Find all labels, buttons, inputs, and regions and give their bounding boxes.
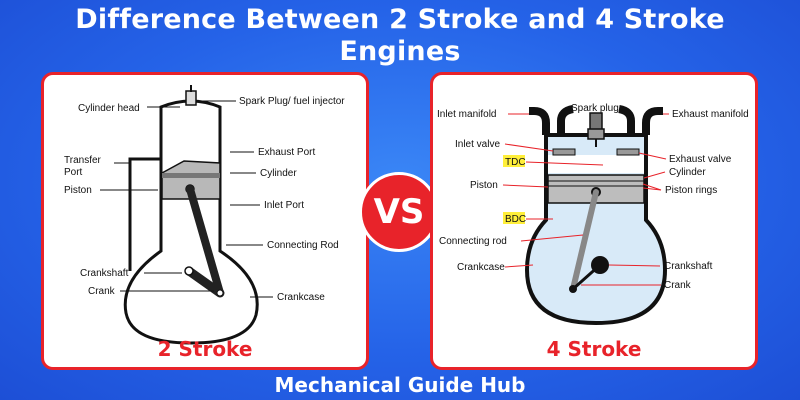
label-piston-4: Piston: [470, 180, 498, 191]
two-stroke-crank: [184, 266, 225, 298]
label-spark-plug: Spark Plug/ fuel injector: [239, 96, 345, 107]
label-tdc: TDC: [505, 157, 526, 168]
label-transfer-port-1: Transfer: [64, 155, 102, 166]
label-crank: Crank: [88, 286, 116, 297]
bdc-highlight: [503, 212, 525, 224]
label-cylinder-head: Cylinder head: [78, 103, 140, 114]
inlet-manifold-inner: [557, 105, 574, 135]
spark-plug-icon: [185, 85, 197, 106]
label-connecting-rod-4: Connecting rod: [439, 236, 507, 247]
label-exhaust-port: Exhaust Port: [258, 147, 315, 158]
label-cylinder-4: Cylinder: [669, 167, 706, 178]
label-inlet-manifold: Inlet manifold: [437, 109, 496, 120]
label-crankshaft-4: Crankshaft: [664, 261, 713, 272]
label-exhaust-valve: Exhaust valve: [669, 154, 732, 165]
title-line-2: Engines: [339, 36, 461, 67]
two-stroke-diagram: Cylinder head Spark Plug/ fuel injector …: [64, 85, 345, 345]
four-stroke-connecting-rod: [570, 189, 599, 292]
vs-badge: VS: [359, 172, 439, 252]
inlet-manifold: [529, 107, 550, 135]
label-spark-plug-4: Spark plug: [571, 103, 619, 114]
label-connecting-rod: Connecting Rod: [267, 240, 339, 251]
label-inlet-valve: Inlet valve: [455, 139, 500, 150]
label-inlet-port: Inlet Port: [264, 200, 304, 211]
two-stroke-crankshaft: [184, 266, 194, 276]
label-bdc: BDC: [505, 214, 526, 225]
tdc-highlight: [503, 155, 525, 167]
label-crankshaft: Crankshaft: [80, 268, 129, 279]
label-exhaust-manifold: Exhaust manifold: [672, 109, 749, 120]
exhaust-valve: [616, 148, 640, 156]
label-crank-4: Crank: [664, 280, 692, 291]
label-piston-rings: Piston rings: [665, 185, 717, 196]
page-title: Difference Between 2 Stroke and 4 Stroke…: [0, 4, 800, 68]
footer-brand: Mechanical Guide Hub: [274, 373, 526, 397]
exhaust-manifold: [618, 105, 635, 135]
label-cylinder: Cylinder: [260, 168, 297, 179]
four-stroke-diagram: Spark plug Inlet manifold Exhaust manifo…: [437, 103, 749, 326]
four-stroke-crankshaft: [591, 256, 609, 274]
four-stroke-caption: 4 Stroke: [546, 337, 642, 361]
title-line-1: Difference Between 2 Stroke and 4 Stroke: [75, 4, 725, 35]
label-piston: Piston: [64, 185, 92, 196]
inlet-valve: [552, 148, 576, 156]
two-stroke-engine-outline: [123, 99, 259, 345]
transfer-port-passage: [128, 157, 161, 271]
label-crankcase: Crankcase: [277, 292, 325, 303]
two-stroke-caption: 2 Stroke: [157, 337, 253, 361]
label-transfer-port-2: Port: [64, 167, 83, 178]
label-crankcase-4: Crankcase: [457, 262, 505, 273]
two-stroke-connecting-rod: [186, 185, 224, 297]
exhaust-manifold-outer: [642, 107, 663, 135]
four-stroke-panel: Spark plug Inlet manifold Exhaust manifo…: [430, 72, 758, 370]
two-stroke-panel: Cylinder head Spark Plug/ fuel injector …: [41, 72, 369, 370]
spark-plug-icon: [587, 112, 605, 147]
